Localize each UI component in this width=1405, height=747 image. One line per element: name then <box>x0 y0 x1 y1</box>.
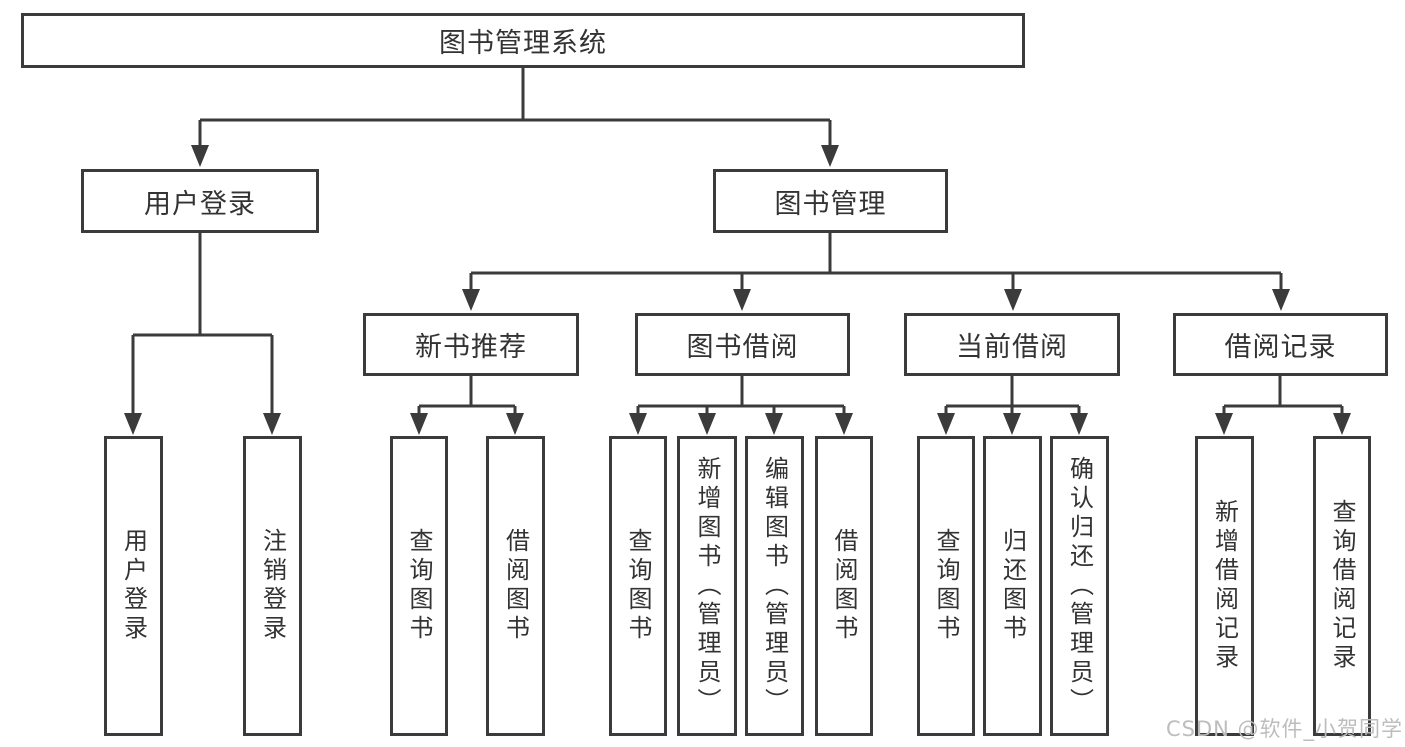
node-label: 借阅图书 <box>830 528 858 644</box>
csdn-watermark: CSDN @软件_小贺同学 <box>1166 717 1404 741</box>
node-book-borrow: 图书借阅 <box>635 313 850 376</box>
node-label: 新增图书（管理员） <box>693 455 721 717</box>
node-label: 借阅图书 <box>501 528 530 644</box>
leaf-query-books-2: 查询图书 <box>609 436 667 736</box>
node-label: 图书管理系统 <box>439 28 607 59</box>
node-label: 当前借阅 <box>956 332 1068 363</box>
node-label: 归还图书 <box>998 528 1027 644</box>
node-label: 新增借阅记录 <box>1210 499 1239 673</box>
leaf-user-login: 用户登录 <box>104 436 163 736</box>
node-label: 图书管理 <box>774 188 887 220</box>
leaf-add-book-admin: 新增图书（管理员） <box>677 436 737 736</box>
node-user-login: 用户登录 <box>81 169 319 233</box>
leaf-borrow-books-1: 借阅图书 <box>486 436 545 736</box>
node-label: 新书推荐 <box>415 332 527 363</box>
node-new-book-recommend: 新书推荐 <box>363 313 579 376</box>
node-label: 图书借阅 <box>686 332 799 363</box>
node-label: 查询图书 <box>932 528 960 644</box>
node-label: 查询图书 <box>624 528 652 644</box>
node-label: 借阅记录 <box>1224 332 1337 363</box>
node-book-management: 图书管理 <box>713 169 948 233</box>
node-label: 查询借阅记录 <box>1328 499 1356 673</box>
node-root-library-system: 图书管理系统 <box>21 13 1025 68</box>
leaf-logout: 注销登录 <box>243 436 302 736</box>
node-label: 编辑图书（管理员） <box>760 455 789 717</box>
leaf-borrow-books-2: 借阅图书 <box>815 436 873 736</box>
leaf-query-borrow-record: 查询借阅记录 <box>1313 436 1371 736</box>
leaf-add-borrow-record: 新增借阅记录 <box>1195 436 1254 736</box>
connector-arrowheads <box>124 145 1351 435</box>
node-label: 用户登录 <box>119 528 148 644</box>
node-label: 注销登录 <box>258 528 287 644</box>
leaf-edit-book-admin: 编辑图书（管理员） <box>745 436 804 736</box>
leaf-return-book: 归还图书 <box>983 436 1042 736</box>
node-current-borrow: 当前借阅 <box>904 313 1120 376</box>
leaf-query-books-1: 查询图书 <box>390 436 448 736</box>
leaf-query-books-3: 查询图书 <box>917 436 975 736</box>
node-label: 用户登录 <box>144 188 256 220</box>
node-borrow-records: 借阅记录 <box>1173 313 1388 376</box>
node-label: 确认归还（管理员） <box>1065 455 1094 717</box>
node-label: 查询图书 <box>405 528 433 644</box>
leaf-confirm-return-admin: 确认归还（管理员） <box>1050 436 1109 736</box>
connector-lines <box>131 68 1344 418</box>
